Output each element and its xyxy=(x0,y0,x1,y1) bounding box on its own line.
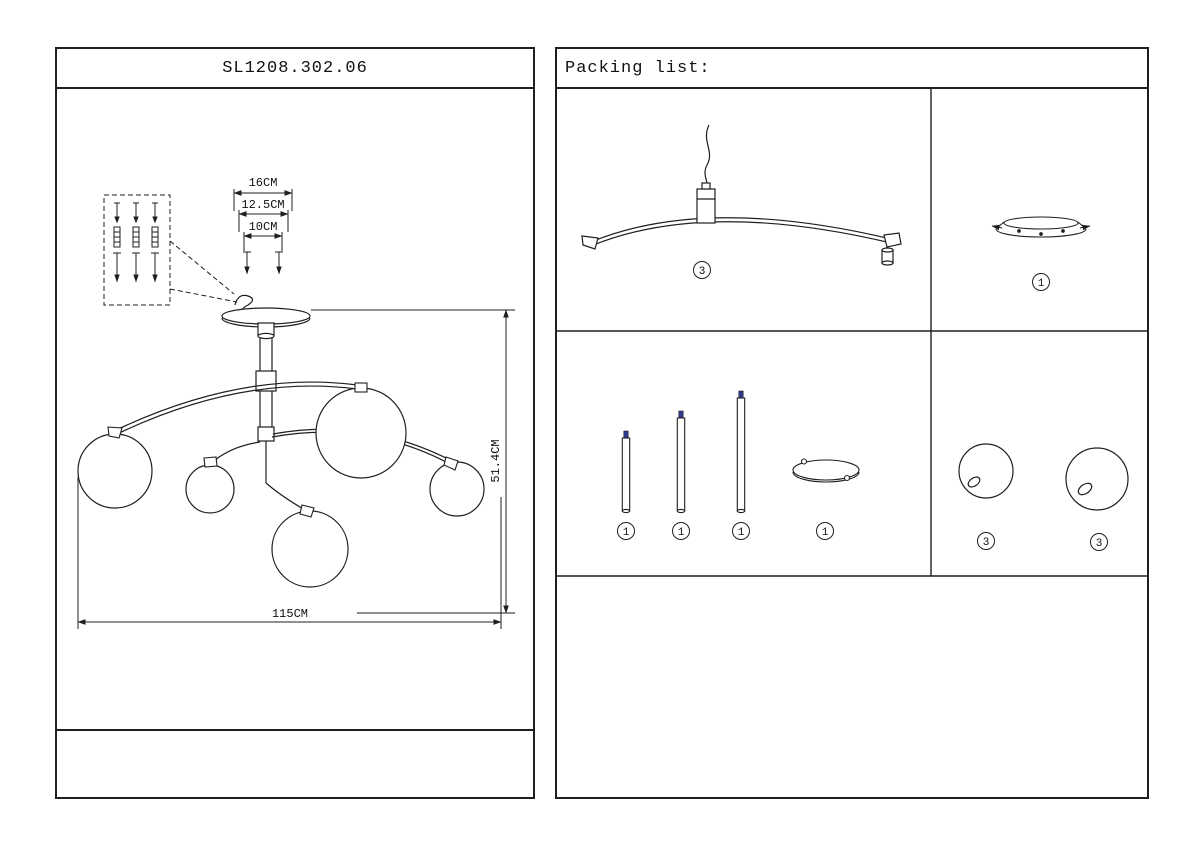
center-column xyxy=(255,338,277,483)
width-dimension-label: 115CM xyxy=(272,607,308,621)
width-dimension xyxy=(77,477,502,629)
qty-rod-medium-label: 1 xyxy=(678,527,685,539)
dim-16cm-label: 16CM xyxy=(249,176,278,190)
globe-small-mid xyxy=(185,464,235,514)
packing-list-panel: Packing list: xyxy=(555,47,1149,799)
qty-arm-label: 3 xyxy=(699,266,706,278)
qty-rod-long-label: 1 xyxy=(738,527,745,539)
glass-globes xyxy=(77,387,485,588)
part-globe-large xyxy=(1065,447,1129,511)
packing-list-title: Packing list: xyxy=(557,49,1147,89)
top-dimensions xyxy=(233,189,293,275)
height-dimension xyxy=(311,309,515,614)
qty-badge-rod-short: 1 xyxy=(617,522,635,540)
ceiling-canopy xyxy=(221,307,311,340)
part-globe-small xyxy=(958,443,1014,499)
fixture-technical-drawing: 16CM 12.5CM 10CM xyxy=(77,176,515,629)
qty-globe-small-label: 3 xyxy=(983,537,990,549)
globe-left xyxy=(77,433,153,509)
qty-badge-arm: 3 xyxy=(693,261,711,279)
product-model-title: SL1208.302.06 xyxy=(57,49,533,89)
globe-bottom xyxy=(271,510,349,588)
qty-canopy-label: 1 xyxy=(1038,278,1045,290)
part-rod-long xyxy=(736,390,746,514)
left-panel-footer-divider xyxy=(57,729,533,731)
qty-badge-globe-small: 3 xyxy=(977,532,995,550)
globe-large xyxy=(315,387,407,479)
part-canopy xyxy=(991,216,1091,238)
qty-badge-ring: 1 xyxy=(816,522,834,540)
height-dimension-label: 51.4CM xyxy=(489,439,503,482)
qty-badge-canopy: 1 xyxy=(1032,273,1050,291)
part-ring xyxy=(792,458,860,483)
qty-badge-rod-medium: 1 xyxy=(672,522,690,540)
qty-globe-large-label: 3 xyxy=(1096,538,1103,550)
qty-badge-globe-large: 3 xyxy=(1090,533,1108,551)
packing-grid-lines xyxy=(557,89,1147,577)
dim-10cm-label: 10CM xyxy=(249,220,278,234)
dim-12-5cm-label: 12.5CM xyxy=(241,198,284,212)
qty-rod-short-label: 1 xyxy=(623,527,630,539)
part-rod-medium xyxy=(676,410,686,514)
part-rod-short xyxy=(621,430,631,514)
mounting-hardware-box xyxy=(103,194,238,306)
globe-right xyxy=(429,461,485,517)
part-arm-assembly xyxy=(581,124,902,266)
packing-list-drawing: 3 1 xyxy=(557,89,1147,577)
globe-fittings xyxy=(107,382,459,518)
qty-badge-rod-long: 1 xyxy=(732,522,750,540)
qty-ring-label: 1 xyxy=(822,527,829,539)
product-drawing-panel: SL1208.302.06 xyxy=(55,47,535,799)
